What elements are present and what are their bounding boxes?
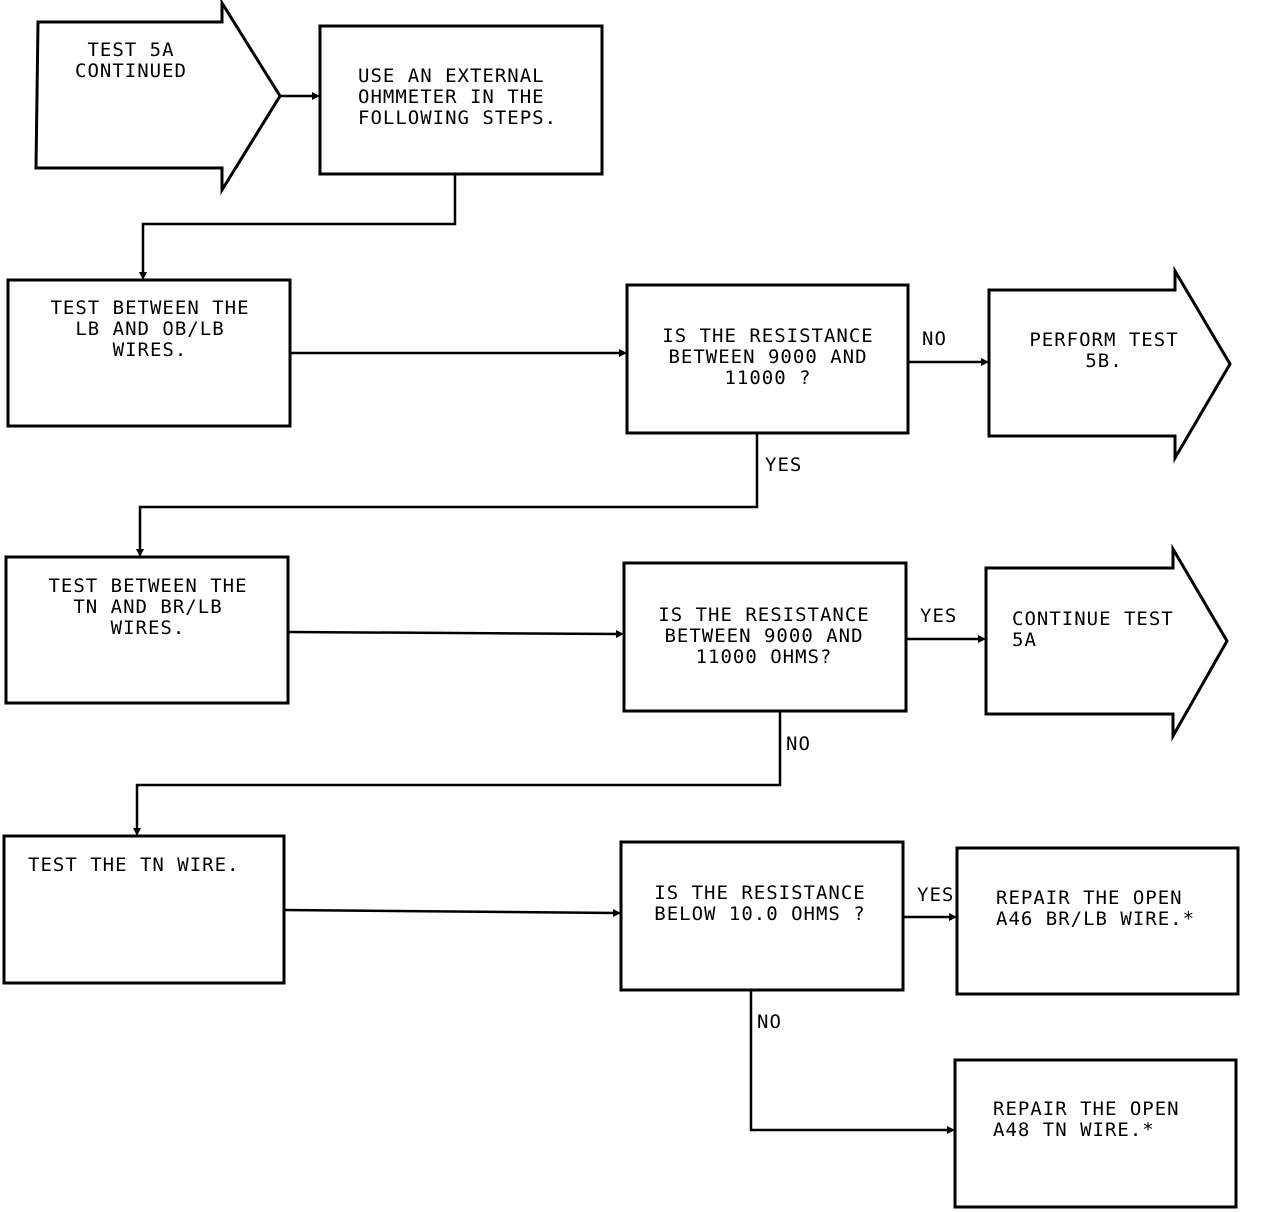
test-tn-text: TEST BETWEEN THE TN AND BR/LB WIRES.: [48, 575, 248, 639]
arrowhead: [981, 358, 989, 366]
arrowhead: [978, 635, 986, 643]
arrowhead: [139, 272, 147, 280]
test-tn-box: [4, 555, 290, 705]
q3-no-label: NO: [757, 1011, 782, 1033]
test-tn-wire-text: TEST THE TN WIRE.: [28, 854, 240, 876]
continue-5a-text: CONTINUE TEST 5A: [1012, 608, 1174, 651]
q1-no-label: NO: [922, 328, 947, 350]
use-ohmmeter-text: USE AN EXTERNAL OHMMETER IN THE FOLLOWIN…: [358, 65, 558, 129]
arrowhead: [133, 828, 141, 836]
arrowhead: [616, 630, 624, 638]
q3-box: [619, 840, 905, 992]
test-lb-text: TEST BETWEEN THE LB AND OB/LB WIRES.: [50, 297, 250, 361]
connector-q1-yes: [138, 433, 759, 551]
q2-text: IS THE RESISTANCE BETWEEN 9000 AND 11000…: [658, 604, 870, 668]
continue-5a-arrow-shape: [984, 543, 1229, 742]
q2-yes-label: YES: [920, 605, 958, 627]
connector-q2-no: [135, 711, 782, 830]
arrowhead: [619, 349, 627, 357]
q2-box: [622, 561, 908, 713]
q1-text: IS THE RESISTANCE BETWEEN 9000 AND 11000…: [662, 325, 874, 389]
q3-yes-label: YES: [917, 884, 955, 906]
q1-yes-label: YES: [765, 454, 803, 476]
perform-5b-arrow-shape: [987, 265, 1232, 464]
start-text: TEST 5A CONTINUED: [75, 39, 187, 82]
q1-box: [625, 283, 910, 435]
arrowhead: [312, 92, 320, 100]
arrowhead: [136, 549, 144, 557]
repair-a46-box: [955, 846, 1240, 996]
repair-a48-box: [953, 1058, 1238, 1209]
arrowhead: [613, 909, 621, 917]
arrowhead: [949, 913, 957, 921]
repair-a46-text: REPAIR THE OPEN A46 BR/LB WIRE.*: [996, 887, 1196, 930]
perform-5b-text: PERFORM TEST 5B.: [1029, 329, 1179, 372]
start-arrow-shape: [34, 0, 282, 196]
q2-no-label: NO: [786, 733, 811, 755]
connector-test-tn-wire-to-q3: [283, 908, 617, 915]
test-lb-box: [6, 278, 292, 428]
connector-ohmmeter-to-test-lb: [141, 174, 457, 274]
repair-a48-text: REPAIR THE OPEN A48 TN WIRE.*: [993, 1098, 1180, 1141]
connector-test-tn-to-q2: [287, 630, 620, 636]
connector-q3-no: [749, 990, 950, 1132]
use-ohmmeter-box: [318, 24, 604, 176]
test-tn-wire-box: [2, 834, 286, 985]
arrowhead: [947, 1126, 955, 1134]
q3-text: IS THE RESISTANCE BELOW 10.0 OHMS ?: [654, 882, 866, 925]
